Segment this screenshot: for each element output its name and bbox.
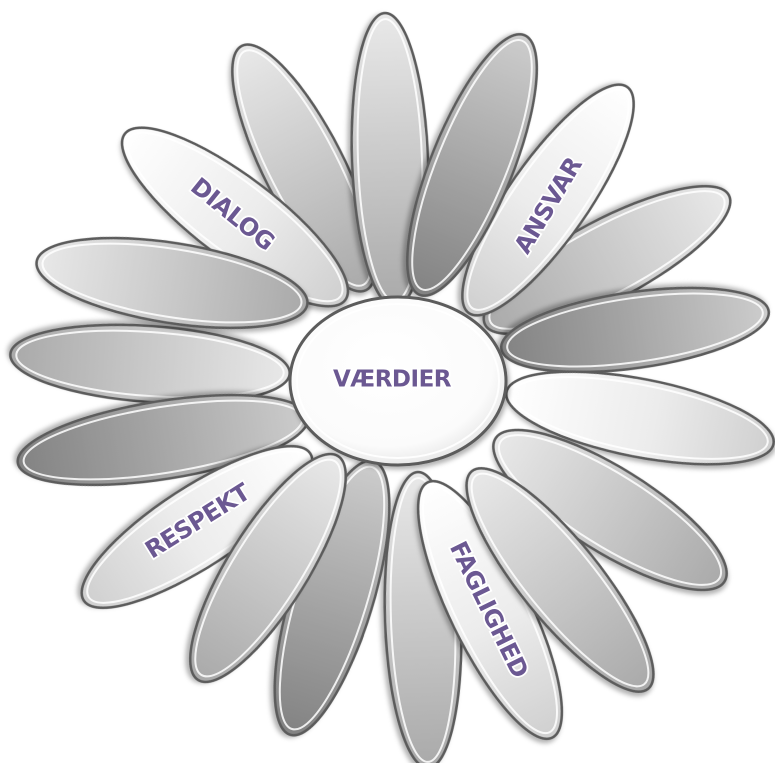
center-label: VÆRDIER <box>333 367 452 393</box>
center-disc: VÆRDIER <box>290 297 506 465</box>
